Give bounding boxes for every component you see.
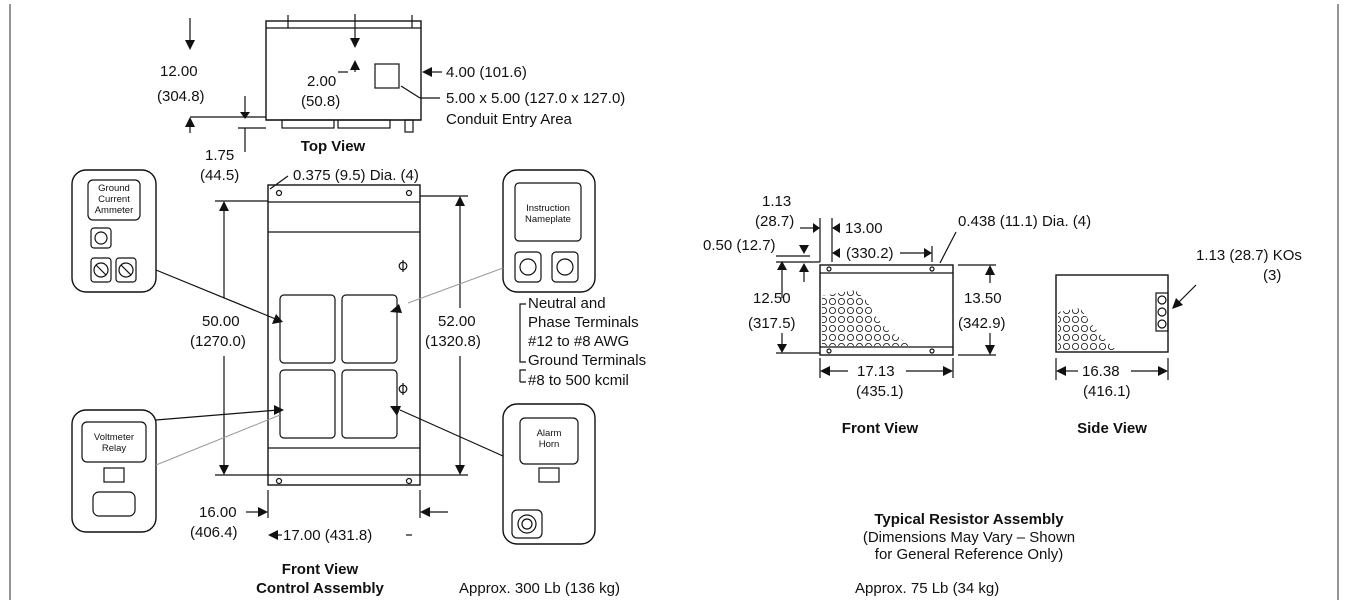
horn-label-1: Alarm — [537, 428, 562, 439]
resistor-dim-b: 13.00 — [845, 220, 883, 237]
knockout-strip — [1155, 292, 1169, 332]
panel-window-2 — [341, 294, 398, 364]
control-assembly-title: Control Assembly — [256, 580, 384, 597]
resistor-note-1: (Dimensions May Vary – Shown — [863, 529, 1075, 546]
selector-switch-icon — [118, 262, 134, 278]
resistor-dim-b-mm: (330.2) — [846, 245, 894, 262]
top-base-dim: 1.75 — [205, 147, 234, 164]
control-weight: Approx. 300 Lb (136 kg) — [459, 580, 620, 597]
terminals-line-2: Phase Terminals — [528, 314, 639, 331]
top-side-dim: 4.00 (101.6) — [446, 64, 527, 81]
resistor-dim-c: 0.50 (12.7) — [703, 237, 776, 254]
horn-label-2: Horn — [539, 439, 560, 450]
control-height-inner: 50.00 — [202, 313, 240, 330]
resistor-width-front: 17.13 — [857, 363, 895, 380]
control-height-outer: 52.00 — [438, 313, 476, 330]
top-height-dim-mm: (304.8) — [157, 88, 205, 105]
terminals-line-4: Ground Terminals — [528, 352, 646, 369]
terminals-line-5: #8 to 500 kcmil — [528, 372, 629, 389]
resistor-height-inner: 12.50 — [753, 290, 791, 307]
panel-window-1 — [279, 294, 336, 364]
resistor-weight: Approx. 75 Lb (34 kg) — [855, 580, 999, 597]
top-base-dim-mm: (44.5) — [200, 167, 239, 184]
resistor-side-coils — [1058, 308, 1116, 350]
control-front-title: Front View — [282, 561, 359, 578]
resistor-height-outer: 13.50 — [964, 290, 1002, 307]
voltmeter-label-1: Voltmeter — [94, 432, 134, 443]
control-width-inner: 17.00 (431.8) — [283, 527, 372, 544]
control-height-outer-mm: (1320.8) — [425, 333, 481, 350]
nameplate-callout: Instruction Nameplate — [390, 169, 596, 313]
resistor-width-side: 16.38 — [1082, 363, 1120, 380]
top-view-title: Top View — [301, 138, 366, 155]
panel-window-3 — [279, 369, 336, 439]
voltmeter-callout: Voltmeter Relay — [71, 405, 284, 533]
resistor-width-front-mm: (435.1) — [856, 383, 904, 400]
resistor-coils — [822, 290, 910, 346]
page-frame — [9, 4, 1339, 600]
terminals-line-3: #12 to #8 AWG — [528, 333, 629, 350]
top-view: 12.00 (304.8) 2.00 (50.8) 4.00 (101.6) 5… — [157, 14, 625, 184]
knockout-icon — [1157, 307, 1167, 317]
knockout-icon — [1157, 295, 1167, 305]
resistor-side-title: Side View — [1077, 420, 1147, 437]
horn-icon — [517, 514, 537, 534]
resistor-width-side-mm: (416.1) — [1083, 383, 1131, 400]
top-view-enclosure — [265, 20, 422, 121]
resistor-dim-a-mm: (28.7) — [755, 213, 794, 230]
control-width-outer: 16.00 — [199, 504, 237, 521]
ammeter-label-3: Ammeter — [95, 205, 134, 216]
resistor-dim-a: 1.13 — [762, 193, 791, 210]
selector-switch-icon — [93, 262, 109, 278]
terminals-line-1: Neutral and — [528, 295, 606, 312]
nameplate-label-2: Nameplate — [525, 214, 571, 225]
top-height-dim: 12.00 — [160, 63, 198, 80]
resistor-height-outer-mm: (342.9) — [958, 315, 1006, 332]
resistor-caption: Typical Resistor Assembly (Dimensions Ma… — [855, 511, 1075, 597]
panel-window-4 — [341, 369, 398, 439]
control-height-inner-mm: (1270.0) — [190, 333, 246, 350]
resistor-height-inner-mm: (317.5) — [748, 315, 796, 332]
control-hole-dia: 0.375 (9.5) Dia. (4) — [293, 167, 419, 184]
indicator-light-icon — [94, 231, 108, 245]
indicator-light-icon — [556, 258, 574, 276]
control-front-view: 0.375 (9.5) Dia. (4) 50.00 (1270.0) 52.0… — [190, 167, 646, 597]
ammeter-callout: Ground Current Ammeter — [71, 169, 283, 324]
conduit-size: 5.00 x 5.00 (127.0 x 127.0) — [446, 90, 625, 107]
top-inner-dim: 2.00 — [307, 73, 336, 90]
conduit-label: Conduit Entry Area — [446, 111, 573, 128]
resistor-assembly-title: Typical Resistor Assembly — [874, 511, 1064, 528]
conduit-entry-area — [374, 63, 400, 89]
resistor-front-view: 1.13 (28.7) 13.00 (330.2) 0.438 (11.1) D… — [703, 193, 1091, 437]
resistor-hole-dia: 0.438 (11.1) Dia. (4) — [958, 213, 1091, 230]
resistor-front-title: Front View — [842, 420, 919, 437]
knockout-icon — [1157, 319, 1167, 329]
horn-callout: Alarm Horn — [390, 403, 596, 545]
resistor-side-view: 1.13 (28.7) KOs (3) 16.38 (416.1) Side V… — [1055, 247, 1302, 437]
resistor-note-2: for General Reference Only) — [875, 546, 1063, 563]
nameplate-label-1: Instruction — [526, 203, 570, 214]
control-width-outer-mm: (406.4) — [190, 524, 238, 541]
ammeter-label-1: Ground — [98, 183, 130, 194]
top-inner-dim-mm: (50.8) — [301, 93, 340, 110]
ammeter-label-2: Current — [98, 194, 130, 205]
indicator-light-icon — [519, 258, 537, 276]
resistor-kos-count: (3) — [1263, 267, 1281, 284]
control-enclosure — [267, 184, 421, 486]
resistor-kos: 1.13 (28.7) KOs — [1196, 247, 1302, 264]
voltmeter-label-2: Relay — [102, 443, 127, 454]
